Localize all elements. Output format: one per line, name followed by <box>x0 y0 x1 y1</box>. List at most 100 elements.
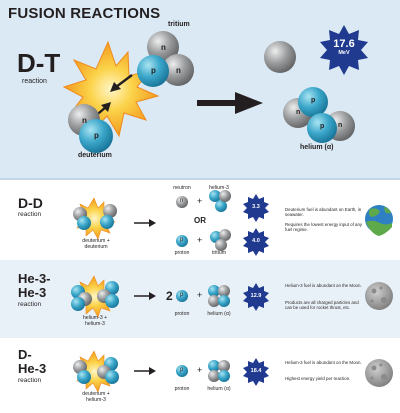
deuterium-label: deuterium <box>78 152 112 159</box>
dd-plus-1: + <box>197 196 203 206</box>
dd-tritium-neutron-2 <box>215 239 227 251</box>
dhe3-product-proton <box>176 365 188 377</box>
dt-heading: D-T <box>17 48 61 78</box>
energy-star-dd-2 <box>243 228 269 256</box>
tritium-neutron-1-letter: n <box>161 43 166 52</box>
dd-neutron-label: neutron <box>173 185 191 191</box>
collision-arrow-1-head <box>110 82 121 92</box>
dt-energy-value: 17.6 <box>333 38 355 50</box>
dhe3-panel-bg <box>0 338 400 413</box>
dt-reaction-arrow-head <box>235 92 263 114</box>
he3-coefficient: 2 <box>166 289 173 303</box>
deuterium-proton <box>79 119 113 153</box>
dd-he3-proton-1 <box>209 190 221 202</box>
dt-energy: 17.6 MeV <box>324 38 364 57</box>
dd-he3-neutron <box>219 190 231 202</box>
he3-helium-neutron-1 <box>218 285 230 297</box>
earth-icon <box>365 205 393 236</box>
dd-proton-letter: p <box>180 237 184 243</box>
dd-reactant-proton-1 <box>77 216 91 230</box>
dd-proton-label: proton <box>174 250 190 256</box>
dhe3-description-2: Highest energy yield per reaction. <box>285 376 351 381</box>
dd-reactant-neutron-2 <box>103 204 117 218</box>
dd-plus-2: + <box>197 235 203 245</box>
dd-tritium-label: tritium <box>211 250 227 256</box>
burst-dt <box>62 40 160 138</box>
he3-subheading: reaction <box>18 301 42 308</box>
tritium-neutron-1 <box>147 31 179 63</box>
dhe3-energy: 18.4 <box>250 368 262 374</box>
he3-description-2: Products are all charged particles and c… <box>285 300 359 311</box>
dhe3-reactant-proton-1 <box>77 370 91 384</box>
he3-reactant-proton-4 <box>105 294 119 308</box>
dd-product-proton <box>176 235 188 247</box>
dd-or-label: OR <box>194 216 206 225</box>
tritium-proton-letter: p <box>151 66 156 75</box>
dd-energy-1: 3.3 <box>252 204 260 210</box>
dd-heading: D-D <box>18 195 43 211</box>
top-panel-divider <box>0 178 400 180</box>
he3-plus: + <box>197 290 203 300</box>
dhe3-helium-neutron-2 <box>208 370 220 382</box>
collision-arrow-1 <box>115 74 133 88</box>
dd-description-1: Deuterium fuel is abundant on Earth, in … <box>285 207 362 218</box>
helium-label: helium (α) <box>300 144 334 151</box>
dhe3-proton-label: proton <box>174 386 190 392</box>
he3-helium-neutron-2 <box>208 295 220 307</box>
he3-reactants-label: helium-3 + helium-3 <box>82 315 108 328</box>
energy-star-dhe3 <box>243 358 269 386</box>
dd-neutron-letter: n <box>180 198 184 204</box>
he3-energy: 12.9 <box>250 293 262 299</box>
he3-panel-bg <box>0 260 400 338</box>
helium-proton-1-letter: p <box>311 97 316 104</box>
dhe3-heading: D- He-3 <box>18 347 47 376</box>
tritium-proton <box>137 55 169 87</box>
dd-energy-2: 4.0 <box>252 238 260 244</box>
he3-proton-letter: p <box>180 292 184 298</box>
dhe3-proton-letter: p <box>180 367 184 373</box>
dd-panel-bg <box>0 180 400 260</box>
dt-subheading: reaction <box>22 78 47 85</box>
he3-helium-label: helium (α) <box>207 311 231 317</box>
energy-star-dt <box>320 25 368 75</box>
dd-tritium-neutron-1 <box>219 229 231 241</box>
dd-subheading: reaction <box>18 211 42 218</box>
he3-reactant-proton-2 <box>71 297 85 311</box>
dd-reactants-label: deuterium + deuterium <box>82 238 110 251</box>
helium-neutron-1-letter: n <box>296 109 301 116</box>
he3-helium-proton-2 <box>218 295 230 307</box>
deuterium-neutron-letter: n <box>82 116 87 125</box>
dhe3-helium-proton-1 <box>208 360 220 372</box>
tritium-label: tritium <box>168 21 190 28</box>
tritium-neutron-2 <box>162 54 194 86</box>
dhe3-helium-label: helium (α) <box>207 386 231 392</box>
he3-arrow-head <box>149 292 156 300</box>
dhe3-helium-neutron-1 <box>218 360 230 372</box>
tritium-neutron-2-letter: n <box>176 66 181 75</box>
dd-he3-label: helium-3 <box>209 185 229 191</box>
dhe3-description-1: Helium-3 fuel is abundant on the Moon. <box>285 360 362 365</box>
energy-star-dd-1 <box>243 194 269 222</box>
dhe3-arrow-head <box>149 367 156 375</box>
he3-product-proton <box>176 290 188 302</box>
page-title: FUSION REACTIONS <box>8 5 161 22</box>
dhe3-plus: + <box>197 365 203 375</box>
dd-he3-proton-2 <box>215 200 227 212</box>
moon-icon-1 <box>365 282 393 310</box>
helium-proton-2 <box>307 113 337 143</box>
he3-description-1: Helium-3 fuel is abundant on the Moon. <box>285 283 362 288</box>
dd-arrow-head <box>149 219 156 227</box>
dd-description-2: Requires the lowest energy input of any … <box>285 222 363 233</box>
deuterium-proton-letter: p <box>94 131 99 140</box>
dhe3-reactants-label: deuterium + helium-3 <box>82 391 110 404</box>
energy-star-he3 <box>243 283 269 311</box>
he3-proton-label: proton <box>174 311 190 317</box>
helium-proton-2-letter: p <box>320 123 325 130</box>
he3-helium-proton-1 <box>208 285 220 297</box>
helium-neutron-2-letter: n <box>338 122 343 129</box>
dhe3-helium-proton-2 <box>218 370 230 382</box>
top-panel-bg <box>0 0 400 178</box>
dd-reactant-proton-2 <box>100 215 114 229</box>
